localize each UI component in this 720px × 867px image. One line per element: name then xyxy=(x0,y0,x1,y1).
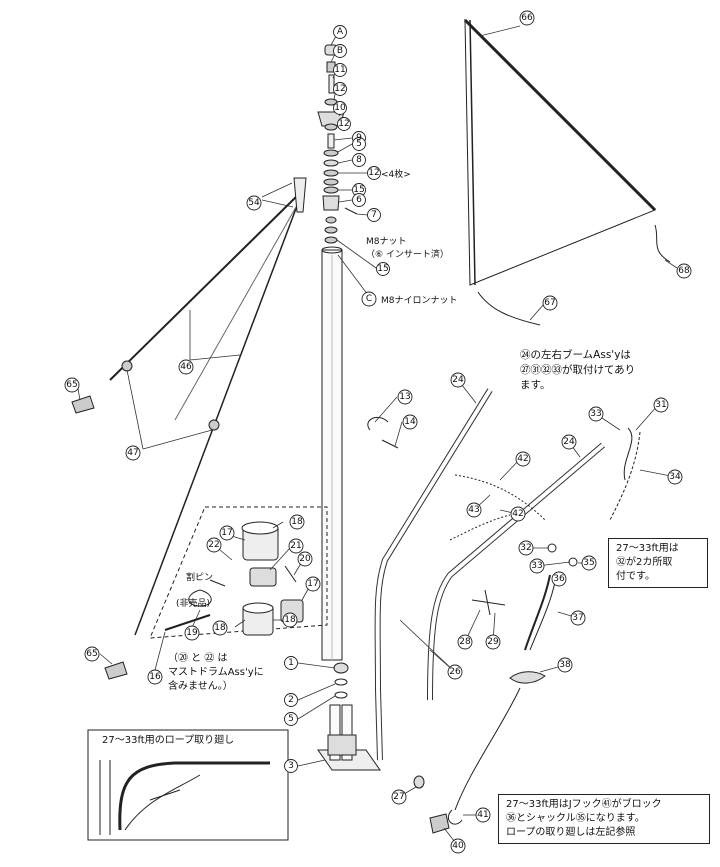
note-27ft-32: 27～33ft用は ㉜が2カ所取 付です。 xyxy=(608,538,708,588)
label-not-sold: (非売品) xyxy=(176,597,210,609)
callout-5-a: 5 xyxy=(356,139,362,149)
callout-40: 40 xyxy=(452,841,464,851)
label-insert-done: （⑥ インサート済） xyxy=(366,248,449,260)
callout-15-b: 15 xyxy=(377,264,388,274)
callout-15-a: 15 xyxy=(353,185,364,195)
callout-16: 16 xyxy=(149,672,161,682)
callout-36: 36 xyxy=(553,574,565,584)
label-m8-nut: M8ナット xyxy=(366,236,407,247)
callout-7: 7 xyxy=(371,210,377,220)
callout-42-b: 42 xyxy=(512,509,523,519)
callout-3: 3 xyxy=(288,761,294,771)
sail xyxy=(463,18,671,326)
label-four-pcs: <4枚> xyxy=(381,168,411,180)
callout-1: 1 xyxy=(288,658,294,668)
callout-41: 41 xyxy=(477,810,488,820)
callout-12-b: 12 xyxy=(338,119,349,129)
callout-33-b: 33 xyxy=(531,561,542,571)
callout-circles: A B 11 12 10 12 9 5 8 12 15 6 7 15 C 1 2… xyxy=(64,10,692,854)
callout-5-b: 5 xyxy=(288,714,294,724)
callout-47: 47 xyxy=(127,448,138,458)
callout-27: 27 xyxy=(393,792,404,802)
callout-67: 67 xyxy=(544,298,555,308)
callout-13: 13 xyxy=(399,392,410,402)
callout-2: 2 xyxy=(288,695,294,705)
callout-11: 11 xyxy=(334,65,345,75)
left-spar-assembly xyxy=(71,177,307,680)
callout-37: 37 xyxy=(572,613,583,623)
callout-42-a: 42 xyxy=(517,454,528,464)
callout-32: 32 xyxy=(520,543,531,553)
callout-26: 26 xyxy=(449,667,461,677)
callout-65-b: 65 xyxy=(86,649,97,659)
callout-17-a: 17 xyxy=(221,528,232,538)
callout-18-c: 18 xyxy=(214,623,226,633)
callout-12-c: 12 xyxy=(368,168,379,178)
callout-29: 29 xyxy=(487,637,499,647)
callout-14: 14 xyxy=(404,417,416,427)
callout-21: 21 xyxy=(290,541,301,551)
inset-title: 27～33ft用のロープ取り廻し xyxy=(102,735,235,746)
rope-routing-inset xyxy=(87,729,289,841)
callout-12-a: 12 xyxy=(334,84,345,94)
callout-65-a: 65 xyxy=(66,380,77,390)
callout-31: 31 xyxy=(655,400,666,410)
callout-28: 28 xyxy=(459,637,471,647)
note-27ft-jhook: 27～33ft用はJフック㊶がブロック ㊱とシャックル㉟になります。 ロープの取… xyxy=(498,794,710,844)
callout-19: 19 xyxy=(186,628,198,638)
callout-10: 10 xyxy=(334,103,346,113)
callout-24-b: 24 xyxy=(563,437,575,447)
callout-8: 8 xyxy=(356,155,362,165)
note-boom-assy: ㉔の左右ブームAss'yは ㉗㉛㉜㉝が取付けてあり ます。 xyxy=(520,349,636,391)
right-boom-assembly xyxy=(374,388,641,834)
callout-9: 9 xyxy=(356,133,362,143)
hook-parts xyxy=(367,417,399,449)
label-cotter-pin: 割ピン xyxy=(186,571,213,583)
callout-20: 20 xyxy=(299,554,311,564)
callout-66: 66 xyxy=(521,13,533,23)
callout-C: C xyxy=(366,294,372,304)
callout-43: 43 xyxy=(468,505,479,515)
callout-B: B xyxy=(337,46,343,56)
callout-18-b: 18 xyxy=(284,615,296,625)
callout-17-b: 17 xyxy=(307,579,318,589)
mast-drum-assembly xyxy=(149,506,328,639)
callout-38: 38 xyxy=(559,660,571,670)
callout-35: 35 xyxy=(583,558,594,568)
callout-18-a: 18 xyxy=(291,517,303,527)
label-m8-nylon-nut: M8ナイロンナット xyxy=(381,295,458,306)
callout-24-a: 24 xyxy=(452,375,464,385)
callout-54: 54 xyxy=(248,198,260,208)
note-mast-drum: （⑳ と ㉒ は マストドラムAss'yに 含みません。） xyxy=(168,653,264,692)
callout-33-a: 33 xyxy=(590,409,601,419)
mast-base xyxy=(317,704,381,771)
callout-6: 6 xyxy=(356,195,362,205)
callout-34: 34 xyxy=(669,472,681,482)
callout-A: A xyxy=(337,27,344,37)
callout-22: 22 xyxy=(208,540,219,550)
callout-46: 46 xyxy=(180,362,192,372)
callout-68: 68 xyxy=(678,266,690,276)
mast-tube xyxy=(321,246,349,699)
